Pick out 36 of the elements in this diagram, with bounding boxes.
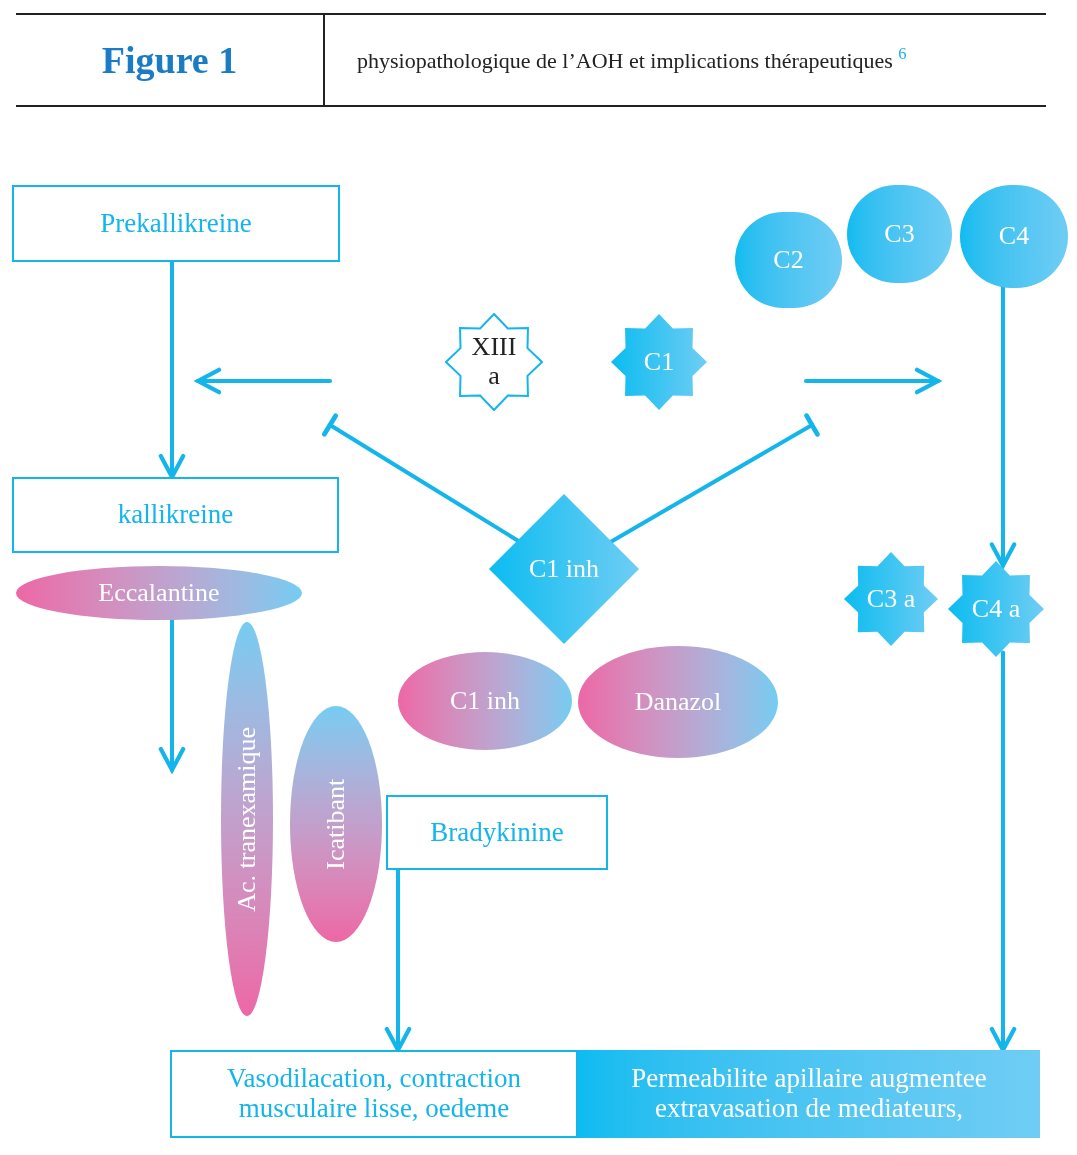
node-label: C1 inh xyxy=(449,685,521,715)
figure-title: Figure 1 xyxy=(101,37,238,83)
inhibitor-diamond xyxy=(489,494,639,644)
arrow xyxy=(158,617,186,773)
process-box xyxy=(386,795,608,870)
node-label: C1 inh xyxy=(528,553,600,583)
outcome-box xyxy=(578,1050,1040,1138)
node-label: Ac. tranexamique xyxy=(231,726,261,912)
node-label: C2 xyxy=(773,244,804,274)
figure-caption: physiopathologique de l’AOH et implications thérapeutiques $^{6}$ xyxy=(357,43,907,75)
node-label: C1 xyxy=(643,346,675,376)
node-label: kallikreine xyxy=(117,499,234,530)
star-shape xyxy=(610,313,708,411)
node-label: Bradykinine xyxy=(430,816,564,847)
node-label: XIII a xyxy=(471,332,517,390)
node-label: Eccalantine xyxy=(98,577,220,607)
arrow xyxy=(989,650,1017,1053)
node-label: Vasodilacation, contraction musculaire lisse, oedeme xyxy=(227,1063,521,1123)
arrow xyxy=(158,260,186,480)
process-box xyxy=(12,477,339,553)
node-label: Danazol xyxy=(634,686,722,716)
inhibition-line xyxy=(321,413,520,543)
node-label: Icatibant xyxy=(320,778,350,870)
outcome-box xyxy=(170,1050,578,1138)
node-label: Prekallikreine xyxy=(100,207,252,238)
node-label: C3 xyxy=(884,218,915,248)
arrow xyxy=(384,868,412,1053)
node-label: C3 a xyxy=(866,583,916,613)
inhibition-line xyxy=(609,413,820,544)
star-shape xyxy=(843,551,939,647)
star-shape xyxy=(947,560,1045,658)
star-shape xyxy=(445,313,543,411)
node-label: C4 a xyxy=(971,593,1021,623)
node-label: Permeabilite apillaire augmentee extravasation de mediateurs, xyxy=(631,1063,987,1123)
process-box xyxy=(12,185,340,262)
node-label: C4 xyxy=(998,221,1030,251)
